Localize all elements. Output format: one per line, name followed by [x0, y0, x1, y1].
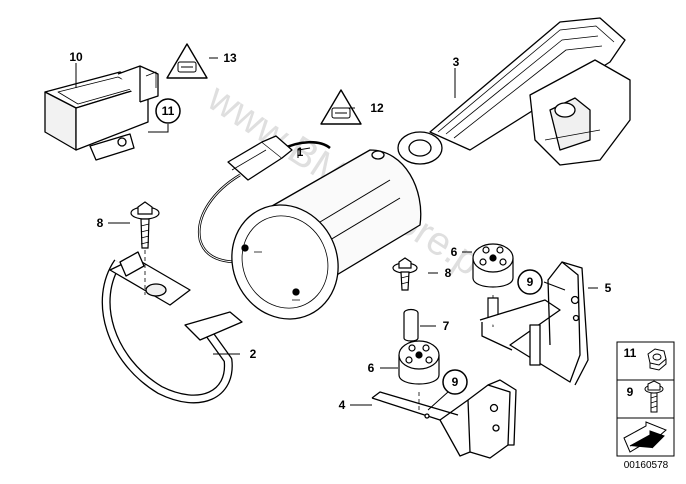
warning-triangle-12 — [320, 89, 362, 125]
bolt-icon — [644, 380, 664, 413]
callout-9-lower — [442, 369, 468, 395]
bracket-lower — [371, 379, 517, 459]
legend-label-9: 9 — [627, 385, 634, 399]
rubber-mount-upper — [472, 243, 514, 330]
callout-11 — [155, 98, 181, 124]
label-part-11: 11 — [162, 104, 175, 118]
direction-arrow-icon — [623, 421, 667, 453]
screw-middle — [392, 257, 418, 291]
sensor-module — [44, 65, 159, 161]
label-part-1: 1 — [297, 145, 304, 159]
leader-lines — [75, 57, 598, 411]
part-labels: 10 13 11 12 3 1 8 2 6 8 9 5 7 6 9 4 — [69, 50, 611, 412]
document-number: 00160578 — [624, 460, 669, 471]
label-part-8-middle: 8 — [445, 266, 452, 280]
actuator-motor — [197, 135, 422, 320]
label-part-13: 13 — [223, 51, 237, 65]
callout-circles — [155, 98, 543, 395]
label-part-9-lower: 9 — [452, 375, 459, 389]
callout-9-upper — [517, 269, 543, 295]
nut-icon — [647, 348, 667, 371]
label-part-6-upper: 6 — [451, 245, 458, 259]
lever-arm — [397, 17, 631, 166]
label-part-9-upper: 9 — [527, 275, 534, 289]
label-part-3: 3 — [453, 55, 460, 69]
rubber-mount-lower — [398, 340, 440, 412]
screw-left — [130, 201, 160, 295]
label-part-5: 5 — [605, 281, 612, 295]
clamp-bracket — [101, 251, 243, 404]
bracket-upper — [479, 261, 589, 386]
label-part-2: 2 — [250, 347, 257, 361]
label-part-7: 7 — [443, 319, 450, 333]
warning-triangle-13 — [166, 43, 208, 79]
fastener-legend: 11 9 — [616, 341, 675, 457]
label-part-10: 10 — [69, 50, 83, 64]
label-part-4: 4 — [339, 398, 346, 412]
sleeve — [403, 308, 419, 342]
label-part-12: 12 — [370, 101, 384, 115]
label-part-8-left: 8 — [97, 216, 104, 230]
legend-label-11: 11 — [624, 346, 637, 360]
label-part-6-lower: 6 — [368, 361, 375, 375]
